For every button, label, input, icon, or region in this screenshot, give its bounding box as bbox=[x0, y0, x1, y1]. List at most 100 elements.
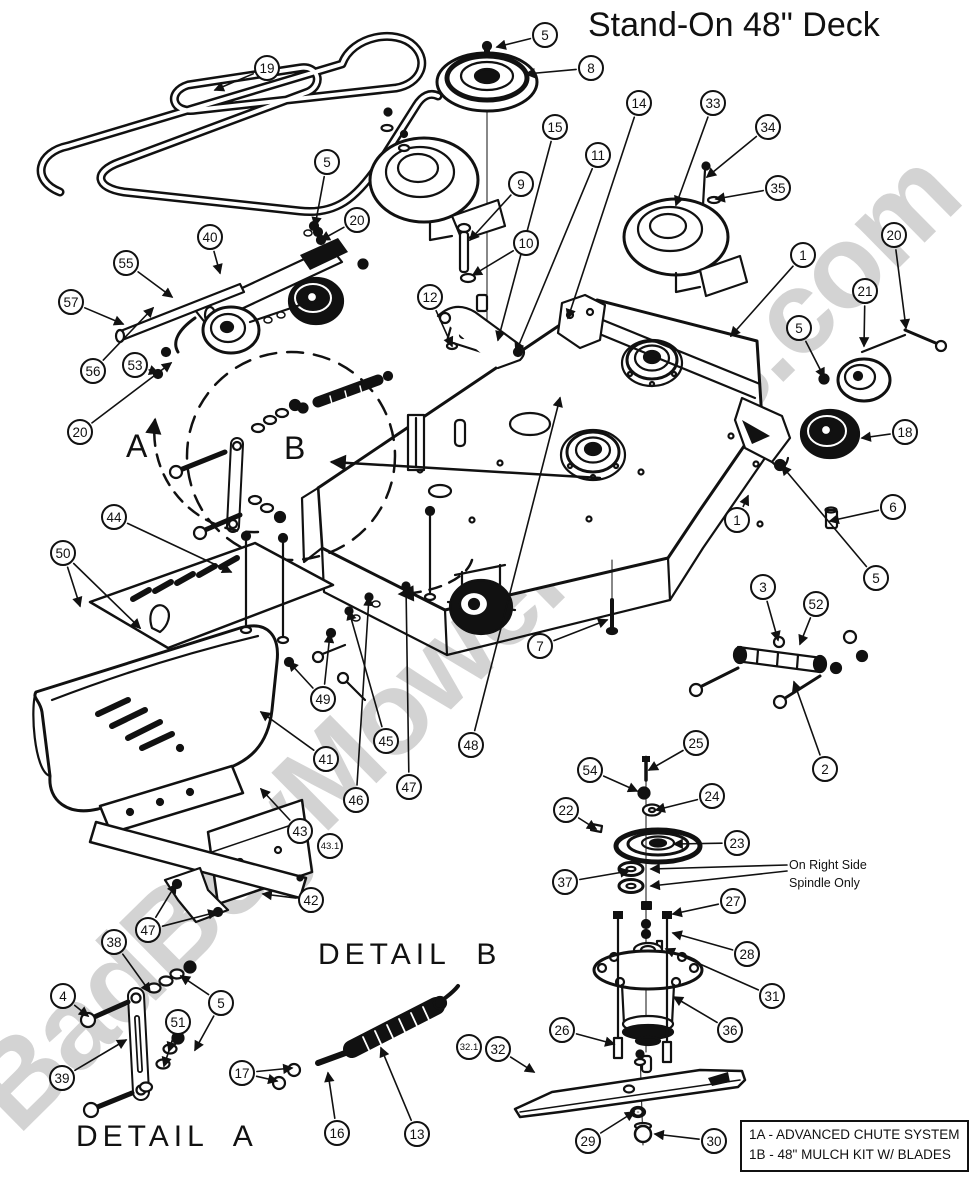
callout-18[interactable]: 18 bbox=[892, 419, 918, 445]
callout-51[interactable]: 51 bbox=[165, 1009, 191, 1035]
callout-43[interactable]: 43 bbox=[287, 818, 313, 844]
callout-20[interactable]: 20 bbox=[67, 419, 93, 445]
callout-46[interactable]: 46 bbox=[343, 787, 369, 813]
callout-label: 17 bbox=[234, 1065, 250, 1081]
callout-12[interactable]: 12 bbox=[417, 284, 443, 310]
callout-3[interactable]: 3 bbox=[750, 574, 776, 600]
leader-line-3 bbox=[766, 600, 781, 642]
callout-label: 15 bbox=[547, 119, 563, 135]
callout-label: 30 bbox=[706, 1133, 722, 1149]
leader-line-47 bbox=[400, 584, 412, 773]
callout-8[interactable]: 8 bbox=[578, 55, 604, 81]
callout-label: 54 bbox=[582, 762, 598, 778]
callout-47[interactable]: 47 bbox=[135, 917, 161, 943]
callout-55[interactable]: 55 bbox=[113, 250, 139, 276]
callout-26[interactable]: 26 bbox=[549, 1017, 575, 1043]
callout-label: 55 bbox=[118, 255, 134, 271]
callout-34[interactable]: 34 bbox=[755, 114, 781, 140]
leader-line-5 bbox=[780, 464, 868, 568]
leader-line-19 bbox=[213, 73, 254, 92]
callout-5[interactable]: 5 bbox=[786, 315, 812, 341]
callout-21[interactable]: 21 bbox=[852, 278, 878, 304]
callout-label: 12 bbox=[422, 289, 438, 305]
callout-50[interactable]: 50 bbox=[50, 540, 76, 566]
callout-4[interactable]: 4 bbox=[50, 983, 76, 1009]
callout-48[interactable]: 48 bbox=[458, 732, 484, 758]
callout-52[interactable]: 52 bbox=[803, 591, 829, 617]
callout-56[interactable]: 56 bbox=[80, 358, 106, 384]
callout-7[interactable]: 7 bbox=[527, 633, 553, 659]
callout-11[interactable]: 11 bbox=[585, 142, 611, 168]
callout-45[interactable]: 45 bbox=[373, 728, 399, 754]
callout-1[interactable]: 1 bbox=[790, 242, 816, 268]
callout-53[interactable]: 53 bbox=[122, 352, 148, 378]
callout-25[interactable]: 25 bbox=[683, 730, 709, 756]
callout-20[interactable]: 20 bbox=[881, 222, 907, 248]
callout-39[interactable]: 39 bbox=[49, 1065, 75, 1091]
callout-47[interactable]: 47 bbox=[396, 774, 422, 800]
callout-14[interactable]: 14 bbox=[626, 90, 652, 116]
callout-1[interactable]: 1 bbox=[724, 507, 750, 533]
leader-line-47 bbox=[161, 909, 219, 928]
callout-24[interactable]: 24 bbox=[699, 783, 725, 809]
legend-box: 1A - ADVANCED CHUTE SYSTEM 1B - 48" MULC… bbox=[740, 1120, 969, 1172]
leader-line-47 bbox=[155, 882, 177, 919]
callout-41[interactable]: 41 bbox=[313, 746, 339, 772]
callout-23[interactable]: 23 bbox=[724, 830, 750, 856]
callout-16[interactable]: 16 bbox=[324, 1120, 350, 1146]
callout-31[interactable]: 31 bbox=[759, 983, 785, 1009]
callout-30[interactable]: 30 bbox=[701, 1128, 727, 1154]
callout-5[interactable]: 5 bbox=[314, 149, 340, 175]
chute-assembly-drawing bbox=[32, 505, 437, 835]
callout-label: 2 bbox=[821, 761, 829, 777]
callout-label: 20 bbox=[349, 212, 365, 228]
callout-37[interactable]: 37 bbox=[552, 869, 578, 895]
callout-10[interactable]: 10 bbox=[513, 230, 539, 256]
leader-line-14 bbox=[565, 116, 636, 320]
callout-40[interactable]: 40 bbox=[197, 224, 223, 250]
callout-5[interactable]: 5 bbox=[863, 565, 889, 591]
callout-label: 5 bbox=[217, 995, 225, 1011]
callout-28[interactable]: 28 bbox=[734, 941, 760, 967]
callout-57[interactable]: 57 bbox=[58, 289, 84, 315]
callout-9[interactable]: 9 bbox=[508, 171, 534, 197]
deck-belt-drawing bbox=[36, 31, 443, 217]
callout-43.1[interactable]: 43.1 bbox=[317, 833, 343, 859]
leader-line-6 bbox=[828, 509, 880, 525]
leader-line-7 bbox=[553, 618, 609, 642]
callout-label: 5 bbox=[323, 154, 331, 170]
callout-20[interactable]: 20 bbox=[344, 207, 370, 233]
callout-5[interactable]: 5 bbox=[208, 990, 234, 1016]
leader-line-29 bbox=[599, 1111, 636, 1134]
leader-line-32 bbox=[509, 1056, 536, 1073]
leader-line-24 bbox=[654, 798, 699, 813]
callout-38[interactable]: 38 bbox=[101, 929, 127, 955]
callout-42[interactable]: 42 bbox=[298, 887, 324, 913]
callout-35[interactable]: 35 bbox=[765, 175, 791, 201]
page-title: Stand-On 48" Deck bbox=[588, 6, 880, 44]
callout-label: 42 bbox=[303, 892, 319, 908]
leader-line-57 bbox=[84, 306, 125, 326]
callout-44[interactable]: 44 bbox=[101, 504, 127, 530]
callout-15[interactable]: 15 bbox=[542, 114, 568, 140]
leader-line-43 bbox=[259, 787, 291, 821]
callout-36[interactable]: 36 bbox=[717, 1017, 743, 1043]
callout-17[interactable]: 17 bbox=[229, 1060, 255, 1086]
callout-2[interactable]: 2 bbox=[812, 756, 838, 782]
callout-29[interactable]: 29 bbox=[575, 1128, 601, 1154]
callout-33[interactable]: 33 bbox=[700, 90, 726, 116]
callout-54[interactable]: 54 bbox=[577, 757, 603, 783]
callout-label: 13 bbox=[409, 1126, 425, 1142]
leader-line-39 bbox=[74, 1039, 128, 1072]
callout-49[interactable]: 49 bbox=[310, 686, 336, 712]
callout-27[interactable]: 27 bbox=[720, 888, 746, 914]
rotation-letter-a: A bbox=[126, 428, 148, 464]
callout-32.1[interactable]: 32.1 bbox=[456, 1034, 482, 1060]
callout-13[interactable]: 13 bbox=[404, 1121, 430, 1147]
callout-32[interactable]: 32 bbox=[485, 1036, 511, 1062]
callout-5[interactable]: 5 bbox=[532, 22, 558, 48]
leader-line-34 bbox=[705, 135, 758, 178]
callout-6[interactable]: 6 bbox=[880, 494, 906, 520]
callout-19[interactable]: 19 bbox=[254, 55, 280, 81]
callout-22[interactable]: 22 bbox=[553, 797, 579, 823]
